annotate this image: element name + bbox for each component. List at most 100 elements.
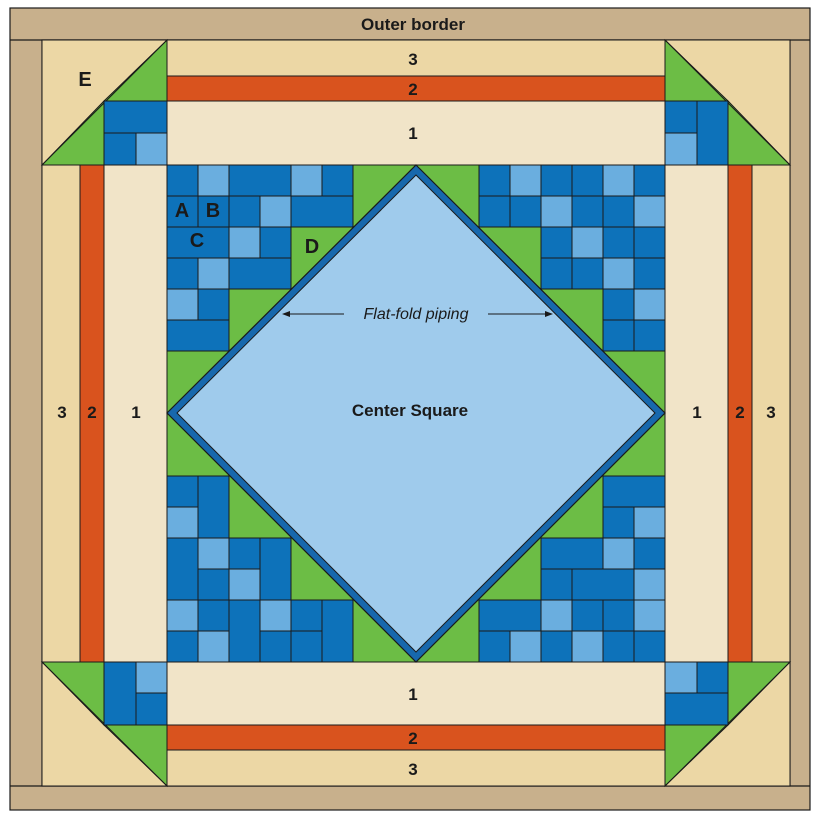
patch-piece <box>260 227 291 258</box>
patch-piece <box>291 196 353 227</box>
patch-piece <box>603 631 634 662</box>
border-1-left-label: 1 <box>131 403 140 422</box>
patch-piece <box>167 538 198 600</box>
border-2-top-label: 2 <box>408 80 417 99</box>
patch-piece <box>634 196 665 227</box>
border-3-right-label: 3 <box>766 403 775 422</box>
patch-piece <box>229 600 260 662</box>
patch-piece <box>167 631 198 662</box>
patch-piece <box>229 538 260 569</box>
patch-piece <box>198 631 229 662</box>
patch-piece <box>260 538 291 600</box>
patch-piece <box>479 165 510 196</box>
piece-a-label: A <box>175 200 189 222</box>
corner-patch-dark <box>104 101 167 133</box>
border-3-bottom-label: 3 <box>408 760 417 779</box>
patch-piece <box>198 289 229 320</box>
patch-piece <box>291 165 322 196</box>
piece-b-label: B <box>206 200 220 222</box>
patch-piece <box>634 538 665 569</box>
corner-patch-dark <box>665 101 697 133</box>
patch-piece <box>167 289 198 320</box>
border-2-right-label: 2 <box>735 403 744 422</box>
patch-piece <box>572 631 603 662</box>
patch-piece <box>291 631 322 662</box>
patch-piece <box>634 600 665 631</box>
border-3-top-label: 3 <box>408 50 417 69</box>
patch-piece <box>603 165 634 196</box>
patch-piece <box>479 631 510 662</box>
patch-piece <box>541 165 572 196</box>
patch-piece <box>198 569 229 600</box>
patch-piece <box>634 289 665 320</box>
patch-piece <box>541 631 572 662</box>
patch-piece <box>603 320 634 351</box>
patch-piece <box>603 227 634 258</box>
patch-piece <box>167 320 229 351</box>
patch-piece <box>572 227 603 258</box>
patch-piece <box>541 227 572 258</box>
patch-piece <box>603 258 634 289</box>
border-1-bottom-label: 1 <box>408 685 417 704</box>
patch-piece <box>572 600 603 631</box>
patch-piece <box>260 631 291 662</box>
border-1-top-label: 1 <box>408 124 417 143</box>
corner-block-top-right <box>665 40 790 165</box>
patch-piece <box>510 196 541 227</box>
patch-piece <box>634 507 665 538</box>
patch-piece <box>260 196 291 227</box>
outer-border-label: Outer border <box>361 15 465 34</box>
patch-piece <box>229 165 291 196</box>
patch-piece <box>167 258 198 289</box>
patch-piece <box>260 600 291 631</box>
patch-piece <box>167 476 198 507</box>
patch-piece <box>541 196 572 227</box>
corner-patch-light <box>136 662 167 693</box>
corner-patch-dark <box>665 693 728 725</box>
patch-piece <box>198 600 229 631</box>
patch-piece <box>603 196 634 227</box>
patch-piece <box>167 600 198 631</box>
patch-piece <box>603 507 634 538</box>
patch-piece <box>167 165 198 196</box>
patch-piece <box>479 196 510 227</box>
border-2-bottom-label: 2 <box>408 729 417 748</box>
patch-piece <box>634 258 665 289</box>
patch-piece <box>510 631 541 662</box>
patch-piece <box>634 165 665 196</box>
patch-piece <box>229 569 260 600</box>
piping-label: Flat-fold piping <box>364 306 469 323</box>
patch-piece <box>229 196 260 227</box>
center-square-label: Center Square <box>352 401 468 420</box>
corner-patch-light <box>665 662 697 693</box>
piece-d-label: D <box>305 236 319 258</box>
patch-piece <box>603 289 634 320</box>
patch-piece <box>603 476 665 507</box>
patch-piece <box>510 165 541 196</box>
patch-piece <box>541 538 603 569</box>
patch-piece <box>572 196 603 227</box>
patch-piece <box>634 227 665 258</box>
patch-piece <box>322 600 353 662</box>
patch-piece <box>541 258 572 289</box>
corner-patch-dark <box>697 662 728 693</box>
patch-piece <box>634 320 665 351</box>
patch-piece <box>634 569 665 600</box>
patch-piece <box>541 600 572 631</box>
corner-patch-light <box>665 133 697 165</box>
patch-piece <box>229 227 260 258</box>
patch-piece <box>291 600 322 631</box>
corner-block-top-left <box>42 40 167 165</box>
corner-patch-dark <box>136 693 167 725</box>
patch-piece <box>603 600 634 631</box>
patch-piece <box>479 600 541 631</box>
piece-e-label: E <box>78 69 91 91</box>
corner-patch-dark <box>104 133 136 165</box>
corner-block-bottom-left <box>42 662 167 786</box>
patch-piece <box>572 569 634 600</box>
patch-piece <box>572 165 603 196</box>
corner-patch-dark <box>104 662 136 725</box>
border-2-left-label: 2 <box>87 403 96 422</box>
patch-piece <box>167 507 198 538</box>
